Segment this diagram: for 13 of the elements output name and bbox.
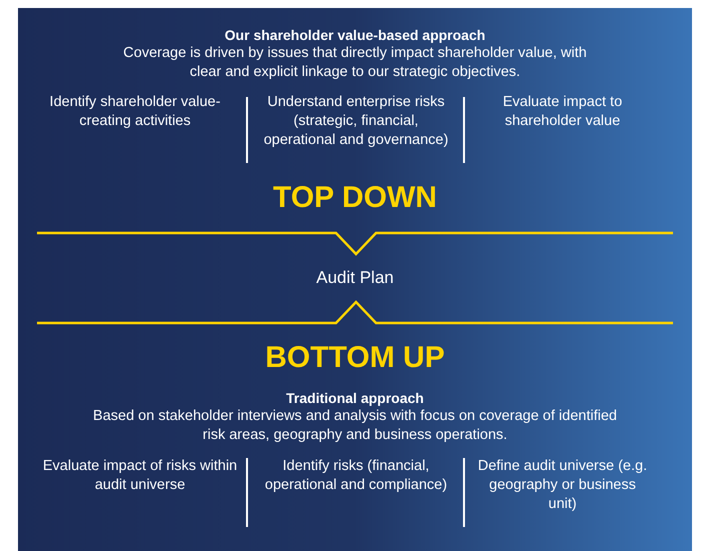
- description-text: Evaluate impact of risks within audit universe: [42, 457, 238, 495]
- description-text: Identify risks (financial, operational and compliance): [264, 457, 448, 495]
- description-text: Understand enterprise risks (strategic, financial, operational and governance): [262, 93, 450, 150]
- section-heading: Traditional approach: [285, 389, 425, 408]
- direction-heading: BOTTOM UP: [264, 340, 446, 376]
- section-heading: Our shareholder value-based approach: [224, 26, 486, 45]
- description-text: Coverage is driven by issues that directly impact shareholder value, with clear and explicit linkage to our strategic objectives.: [122, 44, 588, 82]
- description-text: Based on stakeholder interviews and analysis with focus on coverage of identified risk areas, geography and business operations.: [92, 407, 618, 445]
- description-text: Evaluate impact to shareholder value: [502, 93, 624, 131]
- description-text: Identify shareholder value-creating activities: [48, 93, 222, 131]
- direction-heading: TOP DOWN: [272, 180, 438, 216]
- description-text: Define audit universe (e.g. geography or business unit): [476, 457, 648, 514]
- plan-label: Audit Plan: [315, 268, 395, 287]
